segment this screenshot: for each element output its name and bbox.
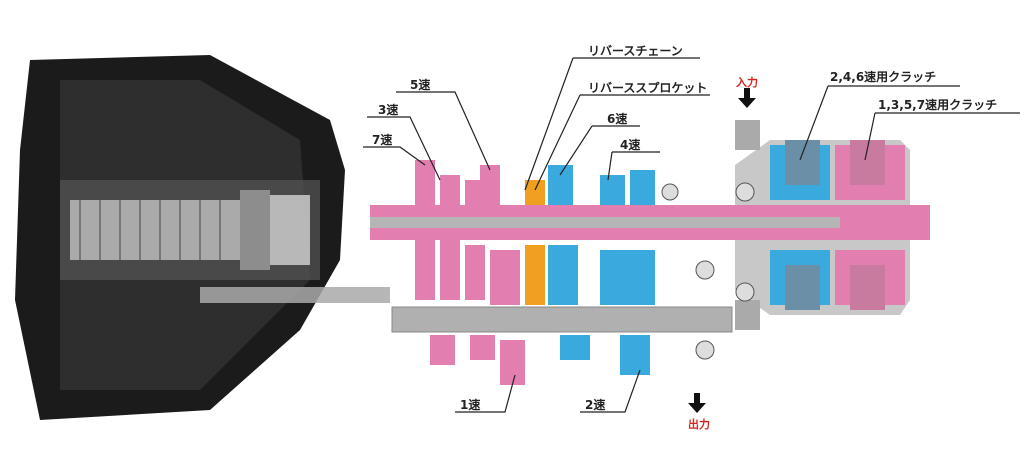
label-gear-1: 1速: [460, 398, 481, 412]
counter-shaft: [391, 306, 733, 333]
label-gear-2: 2速: [585, 398, 606, 412]
label-even-clutch: 2,4,6速用クラッチ: [830, 70, 937, 84]
transmission-render: [15, 55, 390, 420]
output-arrow-icon: [688, 393, 706, 413]
label-gear-3: 3速: [378, 103, 399, 117]
label-odd-clutch: 1,3,5,7速用クラッチ: [878, 98, 998, 112]
label-gear-4: 4速: [620, 138, 641, 152]
leader-lines: [363, 57, 1020, 413]
label-reverse-chain: リバースチェーン: [588, 44, 683, 58]
label-input: 入力: [736, 76, 758, 89]
input-arrow-icon: [738, 88, 756, 108]
label-gear-7: 7速: [372, 133, 393, 147]
label-gear-6: 6速: [607, 112, 628, 126]
label-gear-5: 5速: [410, 78, 431, 92]
label-output: 出力: [688, 418, 710, 431]
label-reverse-sprocket: リバーススプロケット: [588, 81, 708, 95]
gearbox-cross-section: [370, 88, 930, 413]
